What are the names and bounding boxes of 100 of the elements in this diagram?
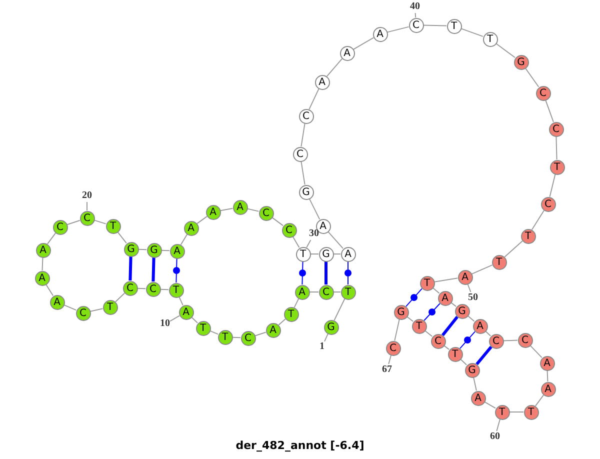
base-pair-line (406, 288, 422, 307)
backbone-line (300, 122, 306, 148)
nucleotide-circle: A (184, 220, 198, 236)
backbone-line (272, 216, 284, 226)
backbone-line (484, 401, 496, 409)
position-number: 10 (160, 318, 170, 330)
nucleotide-circle: T (446, 18, 462, 34)
leader-line (414, 12, 416, 18)
leader-line (324, 333, 328, 342)
backbone-line (473, 376, 477, 392)
nucleotide-circle: C (76, 306, 90, 320)
backbone-line (42, 257, 44, 271)
backbone-line (504, 240, 523, 258)
position-number: 67 (382, 364, 392, 376)
nucleotide-circle: G (298, 184, 314, 200)
nucleotide-circle: T (492, 254, 506, 270)
backbone-line (308, 88, 320, 110)
backbone-line (460, 28, 484, 37)
caption: der_482_annot [-6.4] (236, 439, 364, 452)
nucleotide-circle: A (540, 356, 554, 370)
backbone-line (45, 284, 54, 296)
nucleotide-circle: C (80, 210, 94, 226)
nucleotide-circle: T (448, 346, 462, 362)
base-pair-line (128, 256, 132, 281)
nucleotide-circle: T (168, 282, 184, 298)
backbone-line (424, 330, 433, 337)
base-pair-line (460, 331, 476, 349)
backbone-line (334, 298, 346, 321)
nucleotide-circle: A (34, 270, 50, 286)
leader-line (388, 354, 392, 364)
leader-line (86, 202, 88, 211)
nucleotide-circle: C (518, 332, 532, 348)
position-number: 50 (468, 292, 478, 304)
backbone-line (394, 318, 400, 342)
backbone-line (117, 231, 127, 244)
nucleotide-circle: T (524, 404, 538, 420)
nucleotide-circle: T (494, 404, 510, 420)
nucleotide-circle: A (540, 382, 556, 396)
nucleotide-circle: A (372, 26, 388, 42)
nucleotide-circle: G (454, 304, 470, 318)
backbone-line (46, 232, 56, 244)
backbone-line (180, 234, 188, 246)
backbone-line (160, 288, 169, 290)
nucleotide-circle: A (340, 46, 354, 60)
nucleotide-circle: A (170, 244, 184, 258)
leader-line (496, 418, 500, 432)
backbone-line (460, 358, 468, 366)
backbone-line (353, 37, 374, 50)
nucleotide-circle: T (106, 218, 120, 234)
nucleotide-circle: C (548, 122, 564, 136)
base-pair-line (442, 316, 458, 336)
nucleotide-circle: A (340, 246, 356, 262)
nucleotide-circle: T (550, 160, 564, 174)
base-pair-line (424, 303, 440, 321)
base-pair-line (324, 262, 328, 284)
nucleotide-circle: T (102, 300, 118, 314)
nucleotide-circle: A (36, 242, 50, 258)
backbone-line (90, 308, 104, 312)
backbone-line (556, 136, 558, 160)
backbone-line (278, 318, 286, 326)
nucleotide-circle: C (318, 284, 334, 300)
backbone-line (94, 220, 106, 224)
nucleotide-circle: C (430, 334, 446, 348)
nucleotide-circle: G (394, 304, 408, 320)
nucleotide-circle: G (146, 242, 162, 258)
position-number: 20 (82, 190, 92, 202)
backbone-line (467, 315, 475, 322)
nucleotide-circle: A (470, 390, 486, 406)
nucleotide-circle: A (294, 284, 310, 300)
nucleotide-circle: A (438, 290, 452, 306)
backbone-line (196, 216, 208, 224)
nucleotide-circle: A (50, 294, 64, 310)
backbone-line (534, 394, 544, 406)
nucleotide-circle: C (292, 146, 308, 162)
nucleotide-circle: T (412, 318, 426, 334)
nucleotide-circle: C (408, 18, 424, 32)
backbone-line (178, 296, 184, 306)
backbone-line (524, 68, 540, 88)
backbone-line (114, 292, 126, 302)
position-number: 60 (490, 431, 500, 443)
nucleotide-circle: T (520, 228, 536, 244)
nucleotide-circle: A (314, 74, 330, 90)
nucleotide-circle: A (458, 270, 472, 284)
backbone-line (246, 208, 260, 212)
nucleotide-circle: C (298, 108, 314, 124)
nucleotide-circle: G (124, 242, 138, 256)
backbone-line (546, 370, 548, 382)
nucleotide-circle: T (340, 284, 356, 300)
backbone-line (137, 288, 146, 290)
nucleotide-circle: G (464, 362, 480, 378)
leader-line (306, 240, 312, 248)
nucleotide-circle: G (514, 54, 528, 70)
nucleotide-circle: A (472, 318, 488, 334)
leader-line (170, 315, 180, 322)
backbone-line (432, 287, 440, 294)
backbone-line (220, 208, 234, 212)
backbone-line (161, 250, 170, 252)
backbone-line (138, 248, 147, 250)
backbone-line (531, 210, 545, 230)
backbone-line (423, 24, 447, 26)
